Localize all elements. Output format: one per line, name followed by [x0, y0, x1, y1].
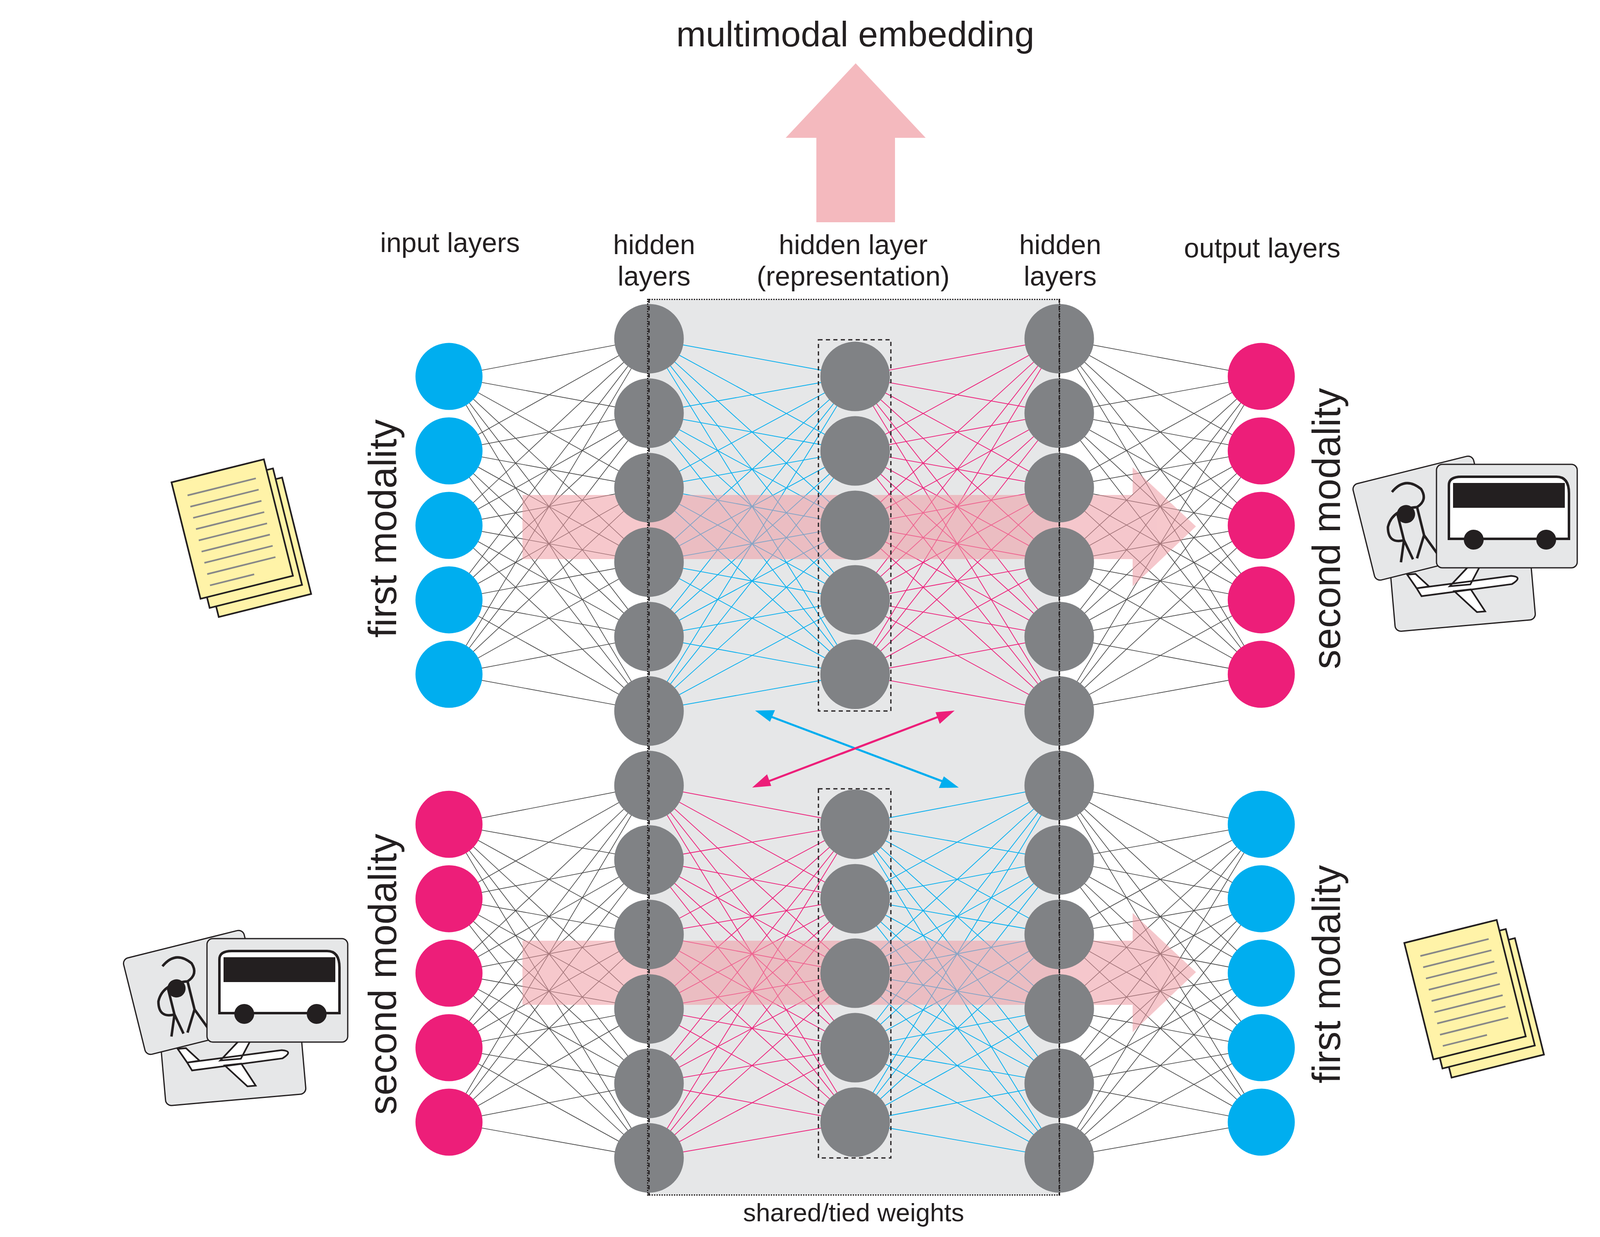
weight-line: [855, 1009, 1060, 1123]
image-cards-icon: [1351, 454, 1578, 632]
weight-line: [649, 1048, 856, 1159]
bus: [219, 951, 340, 1014]
weight-line: [855, 785, 1060, 900]
weight-line: [649, 1009, 856, 1123]
representation-neuron: [820, 341, 891, 412]
text-line: [1439, 1017, 1509, 1035]
card-back: [1436, 464, 1578, 568]
text-line: [206, 557, 276, 575]
output-neuron: [1227, 1014, 1295, 1082]
card: [206, 938, 348, 1043]
shared-weights-region: [647, 298, 1061, 1196]
figure-title: multimodal embedding: [676, 13, 1035, 55]
output-neuron: [1227, 640, 1295, 708]
output-neuron: [1227, 865, 1295, 933]
wheel: [1463, 529, 1484, 550]
input-neuron: [415, 343, 483, 411]
weight-line: [649, 599, 856, 712]
weight-line: [855, 562, 1060, 675]
paper: [1404, 920, 1526, 1060]
dog-spot: [165, 977, 188, 1000]
weight-line: [649, 338, 856, 451]
column-header: hidden layers: [591, 229, 717, 293]
representation-neuron: [820, 565, 891, 635]
output-neuron: [1227, 343, 1295, 411]
input-neuron: [415, 791, 483, 859]
representation-neuron: [820, 490, 891, 561]
paper-sheet: [171, 459, 293, 600]
representation-neuron: [820, 938, 891, 1009]
column-header: hidden layer (representation): [720, 229, 986, 293]
input-neuron: [415, 865, 483, 933]
weight-line: [855, 338, 1060, 451]
card: [1436, 464, 1578, 568]
output-neuron: [1227, 417, 1295, 485]
neurons: [415, 298, 1295, 1196]
paper-sheet: [1404, 920, 1526, 1060]
cross-arrows: [752, 710, 959, 789]
document-icon: [171, 459, 311, 618]
input-neuron: [415, 1089, 483, 1157]
output-neuron: [1227, 940, 1295, 1008]
modality-label: second modality: [1304, 387, 1350, 669]
weight-line: [649, 785, 856, 900]
input-neuron: [415, 1014, 483, 1082]
region-caption: shared/tied weights: [743, 1198, 965, 1228]
input-neuron: [415, 940, 483, 1008]
output-neuron: [1227, 491, 1295, 559]
bus: [1448, 476, 1569, 539]
modality-label: first modality: [360, 419, 406, 638]
dog: [148, 954, 209, 1039]
input-neuron: [415, 491, 483, 559]
representation-neuron: [820, 639, 891, 710]
representation-neuron: [820, 1087, 891, 1158]
modality-label: second modality: [360, 833, 406, 1115]
modality-label: first modality: [1304, 865, 1350, 1084]
representation-neuron: [820, 864, 891, 934]
weight-line: [855, 599, 1060, 712]
dog: [1377, 479, 1439, 564]
translation-arrows: [522, 467, 1196, 1033]
output-neuron: [1227, 566, 1295, 634]
document-icon: [1404, 920, 1544, 1078]
bus-windows: [1453, 483, 1565, 508]
dog-spot: [1395, 503, 1418, 526]
output-neuron: [1227, 1089, 1295, 1157]
input-neuron: [415, 566, 483, 634]
dashed-guides: [649, 298, 1060, 1196]
paper: [171, 459, 293, 600]
card-back: [206, 938, 348, 1043]
representation-neuron: [820, 789, 891, 860]
column-header: output layers: [1183, 232, 1341, 265]
representation-neuron: [820, 1013, 891, 1083]
embedding-arrow: [785, 63, 926, 223]
column-header: input layers: [380, 227, 520, 259]
bus-windows: [223, 957, 336, 983]
output-neuron: [1227, 791, 1295, 859]
shared-weights-region: shared/tied weights: [647, 298, 1061, 1196]
connections: [449, 338, 1262, 1158]
text-line: [1442, 1035, 1487, 1047]
dashed-guide: [648, 298, 650, 1196]
image-cards-icon: [122, 929, 348, 1107]
input-neuron: [415, 640, 483, 708]
weight-line: [855, 1048, 1060, 1159]
wheel: [1536, 529, 1557, 550]
wheel: [306, 1004, 327, 1025]
wheel: [234, 1004, 255, 1025]
text-line: [209, 574, 255, 586]
column-header: hidden layers: [998, 229, 1123, 293]
representation-neuron: [820, 416, 891, 487]
input-neuron: [415, 417, 483, 485]
weight-line: [649, 562, 856, 675]
